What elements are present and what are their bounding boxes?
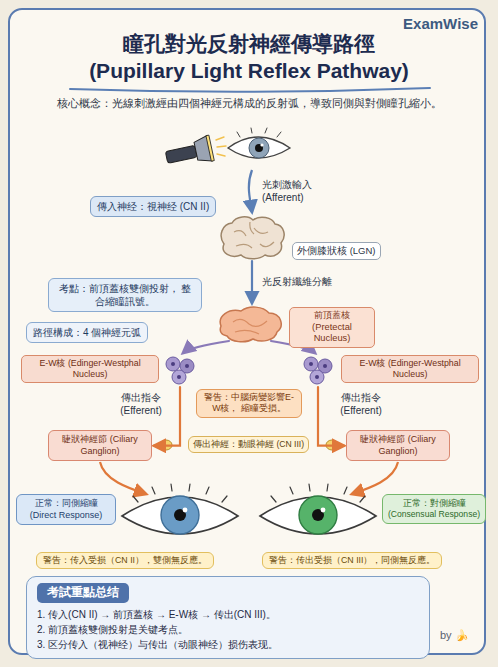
node-label: E-W核 (Edinger-Westphal Nucleus) (341, 355, 479, 383)
node-text: 路徑構成：4 個神經元弧 (33, 326, 141, 339)
afferent-box: 傳入神经：視神经 (CN II) (90, 196, 216, 217)
node-label: 外側膝狀核 (LGN) (292, 242, 381, 260)
node-text: 正常：對側縮瞳 (Consensual Response) (386, 498, 482, 520)
node-text: 傳入神经：視神经 (CN II) (97, 200, 209, 213)
lgn-shape (216, 214, 288, 260)
ew-nucleus-right: E-W核 (Edinger-Westphal Nucleus) (301, 354, 335, 386)
node-text: 正常：同側縮瞳 (Direct Response) (23, 498, 109, 521)
node-text: 警告：传出受损（CN III），同側無反應。 (269, 555, 435, 566)
response-box: 正常：對側縮瞳 (Consensual Response) (382, 494, 486, 524)
node-label: E-W核 (Edinger-Westphal Nucleus) (21, 355, 159, 383)
edge-label: 傳出指令 (Efferent) (328, 391, 394, 417)
summary-heading: 考試重點总结 (37, 583, 129, 603)
nucleus-cells (163, 354, 197, 386)
node-text: 考點：前頂蓋核雙側投射， 整合縮瞳訊號。 (55, 282, 195, 308)
warning-box: 警告：传出受损（CN III），同側無反應。 (262, 552, 442, 569)
node-text: 警告：中腦病變影響E-W核， 縮瞳受損。 (202, 392, 296, 415)
connector-arrow (183, 341, 229, 353)
connector-arrow (251, 261, 253, 303)
ciliary-ganglion-box: 睫狀神經節 (Ciliary Ganglion) (48, 430, 152, 461)
core-concept: 核心概念：光線刺激經由四個神經元構成的反射弧，導致同側與對側瞳孔縮小。 (19, 96, 479, 110)
node-text: 睫狀神經節 (Ciliary Ganglion) (353, 434, 443, 457)
node-label: 前頂蓋核 (Pretectal Nucleus) (289, 307, 375, 348)
node-text: 睫狀神經節 (Ciliary Ganglion) (55, 434, 145, 457)
nucleus-cells (301, 354, 335, 386)
node-text: 傳出神經：動眼神經 (CN III) (193, 439, 304, 450)
warning-box: 警告：中腦病變影響E-W核， 縮瞳受損。 (196, 389, 302, 418)
warning-box: 警告：传入受损（CN II），雙側無反應。 (36, 552, 214, 569)
summary-item: 1. 传入(CN II) → 前頂蓋核 → E-W核 → 传出(CN III)。 (37, 607, 419, 622)
summary-item: 3. 区分传入（视神经）与传出（动眼神经）损伤表现。 (37, 637, 419, 652)
ciliary-ganglion-box: 睫狀神經節 (Ciliary Ganglion) (346, 430, 450, 461)
response-box: 正常：同側縮瞳 (Direct Response) (16, 494, 116, 525)
pretectal-shape (215, 304, 285, 344)
summary-panel: 考試重點总结 1. 传入(CN II) → 前頂蓋核 → E-W核 → 传出(CN… (26, 576, 430, 659)
oculomotor-box: 傳出神經：動眼神經 (CN III) (188, 436, 309, 453)
summary-item: 2. 前頂蓋核雙側投射是关键考点。 (37, 622, 419, 637)
node-text: 警告：传入受损（CN II），雙側無反應。 (43, 555, 207, 566)
pretectal-node: 前頂蓋核 (Pretectal Nucleus) (215, 304, 285, 344)
ew-nucleus-left: E-W核 (Edinger-Westphal Nucleus) (163, 354, 197, 386)
exam-point-box: 考點：前頂蓋核雙側投射， 整合縮瞳訊號。 (48, 278, 202, 312)
edge-label: 光反射纖維分離 (260, 275, 334, 288)
input-label: 光刺激輸入 (Afferent) (262, 178, 326, 204)
pathway-note: 路徑構成：4 個神經元弧 (26, 322, 148, 343)
title: 瞳孔對光反射神經傳導路徑 (Pupillary Light Reflex Pat… (87, 30, 411, 85)
edge-label: 傳出指令 (Efferent) (108, 391, 174, 417)
lgn-node: 外側膝狀核 (LGN) (216, 214, 288, 260)
signature: by 🍌 (440, 628, 469, 642)
brand-mark: ExamWise (403, 14, 478, 34)
